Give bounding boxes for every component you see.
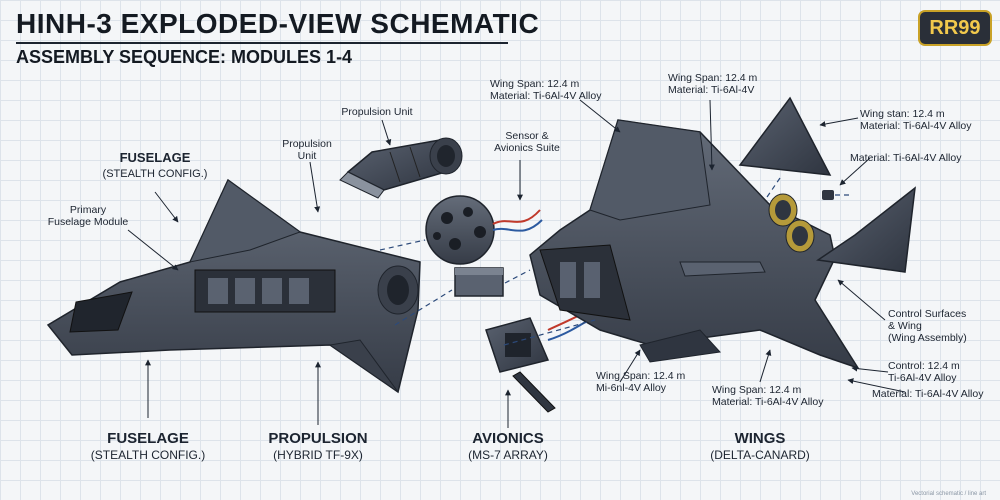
page-subtitle: ASSEMBLY SEQUENCE: MODULES 1-4 [16,47,353,67]
material-label-1: Material: Ti-6Al-4V Alloy [850,152,962,164]
module-label-wings: WINGS (DELTA-CANARD) [670,430,850,464]
detached-control-surface [815,186,916,273]
wing-spec-label-3: Wing stan: 12.4 m Material: Ti-6Al-4V Al… [860,108,972,132]
fuselage-module [46,178,421,394]
module-subtitle-wings: (DELTA-CANARD) [710,448,810,462]
primary-fuselage-label: Primary Fuselage Module [47,204,129,228]
control-spec-label: Control: 12.4 m Ti-6Al-4V Alloy [888,360,960,384]
main-airframe [529,119,860,370]
label-leaders [127,99,906,428]
wing-spec-label-5: Wing Span: 12.4 m Material: Ti-6Al-4V Al… [712,384,824,408]
propulsion-unit-label-top: Propulsion Unit [341,106,413,118]
detached-fitting [822,190,834,200]
brand-logo: RR99 [918,10,992,46]
module-label-fuselage: FUSELAGE (STEALTH CONFIG.) [58,430,238,464]
control-surfaces-label: Control Surfaces & Wing (Wing Assembly) [888,308,967,344]
module-label-propulsion: PROPULSION (HYBRID TF-9X) [228,430,408,464]
material-label-2: Material: Ti-6Al-4V Alloy [872,388,984,400]
wing-spec-label-4: Wing Span: 12.4 m Mi-6nl-4V Alloy [596,370,686,394]
fuselage-top-heading: FUSELAGE (STEALTH CONFIG.) [95,150,215,182]
module-title-avionics: AVIONICS [472,430,544,447]
credit-text: Vectorial schematic / line art [911,491,986,497]
module-subtitle-fuselage: (STEALTH CONFIG.) [90,448,206,462]
module-title-propulsion: PROPULSION [268,430,368,447]
fuselage-top-subtitle: (STEALTH CONFIG.) [102,168,208,180]
propulsion-unit [339,137,463,199]
title-underline [16,42,508,44]
sensor-sphere [425,195,543,265]
module-title-wings: WINGS [734,430,786,447]
propulsion-unit-label-left: Propulsion Unit [282,138,332,162]
wing-spec-label-2: Wing Span: 12.4 m Material: Ti-6Al-4V [668,72,758,96]
module-subtitle-propulsion: (HYBRID TF-9X) [273,448,363,462]
module-subtitle-avionics: (MS-7 ARRAY) [468,448,548,462]
assembly-guides [379,177,850,346]
wing-spec-label-1: Wing Span: 12.4 m Material: Ti-6Al-4V Al… [490,78,602,102]
sensor-suite-label: Sensor & Avionics Suite [494,130,560,154]
detached-wing-upper [738,96,832,176]
avionics-box [454,267,504,297]
page-title: HINH-3 EXPLODED-VIEW SCHEMATIC [16,8,540,39]
module-title-fuselage: FUSELAGE [107,430,189,447]
module-label-avionics: AVIONICS (MS-7 ARRAY) [418,430,598,464]
fuselage-top-title: FUSELAGE [119,150,191,165]
